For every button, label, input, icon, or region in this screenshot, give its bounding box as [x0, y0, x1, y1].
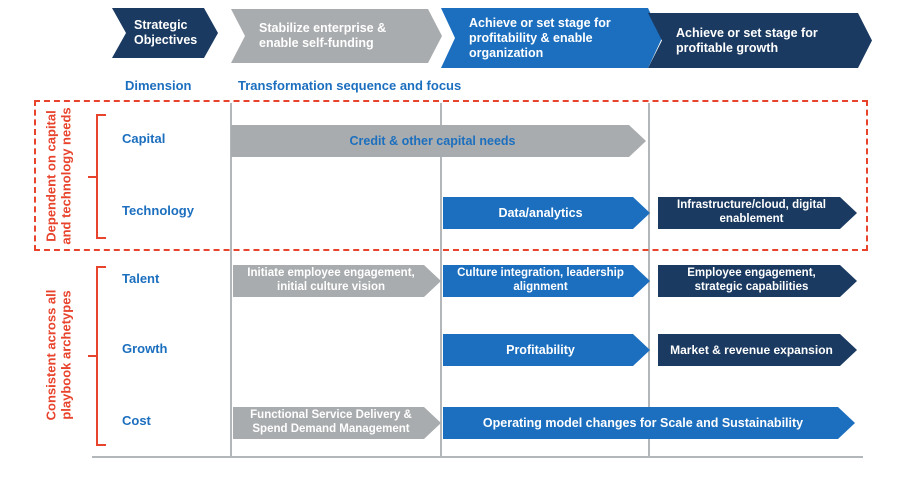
- arrow-profitability: Profitability: [443, 334, 650, 366]
- bracket-tick-talent-growth-cost: [88, 355, 97, 357]
- column-divider-2: [440, 103, 442, 457]
- column-divider-3: [648, 103, 650, 457]
- arrow-infrastructure-cloud-digital: Infrastructure/cloud, digital enablement: [658, 197, 857, 229]
- arrow-culture-integration-leadership: Culture integration, leadership alignmen…: [443, 265, 650, 297]
- row-label-technology: Technology: [122, 203, 194, 218]
- side-label-consistent-playbook: Consistent across all playbook archetype…: [43, 289, 74, 421]
- arrow-market-revenue-expansion: Market & revenue expansion: [658, 334, 857, 366]
- bracket-tick-capital-technology: [88, 176, 97, 178]
- row-label-cost: Cost: [122, 413, 151, 428]
- arrow-employee-engagement-capabilities: Employee engagement, strategic capabilit…: [658, 265, 857, 297]
- row-label-talent: Talent: [122, 271, 160, 286]
- baseline-rule: [92, 456, 863, 458]
- dimension-column-label: Dimension: [125, 78, 192, 93]
- bracket-talent-growth-cost: [96, 266, 106, 446]
- chevron-strategic-objectives: Strategic Objectives: [112, 8, 218, 58]
- arrow-data-analytics: Data/analytics: [443, 197, 650, 229]
- bracket-capital-technology: [96, 114, 106, 239]
- row-label-capital: Capital: [122, 131, 166, 146]
- arrow-operating-model-changes: Operating model changes for Scale and Su…: [443, 407, 855, 439]
- chevron-achieve-profitability: Achieve or set stage for profitability &…: [441, 8, 662, 68]
- chevron-stabilize-enterprise: Stabilize enterprise & enable self-fundi…: [231, 9, 442, 63]
- sequence-column-label: Transformation sequence and focus: [238, 78, 462, 93]
- arrow-functional-service-delivery: Functional Service Delivery & Spend Dema…: [233, 407, 441, 439]
- chevron-achieve-profitable-growth: Achieve or set stage for profitable grow…: [648, 13, 872, 68]
- arrow-initiate-employee-engagement: Initiate employee engagement, initial cu…: [233, 265, 441, 297]
- capital-technology-dashed-region: [34, 100, 868, 251]
- arrow-credit-other-capital-needs: Credit & other capital needs: [231, 125, 646, 157]
- column-divider-1: [230, 103, 232, 457]
- row-label-growth: Growth: [122, 341, 168, 356]
